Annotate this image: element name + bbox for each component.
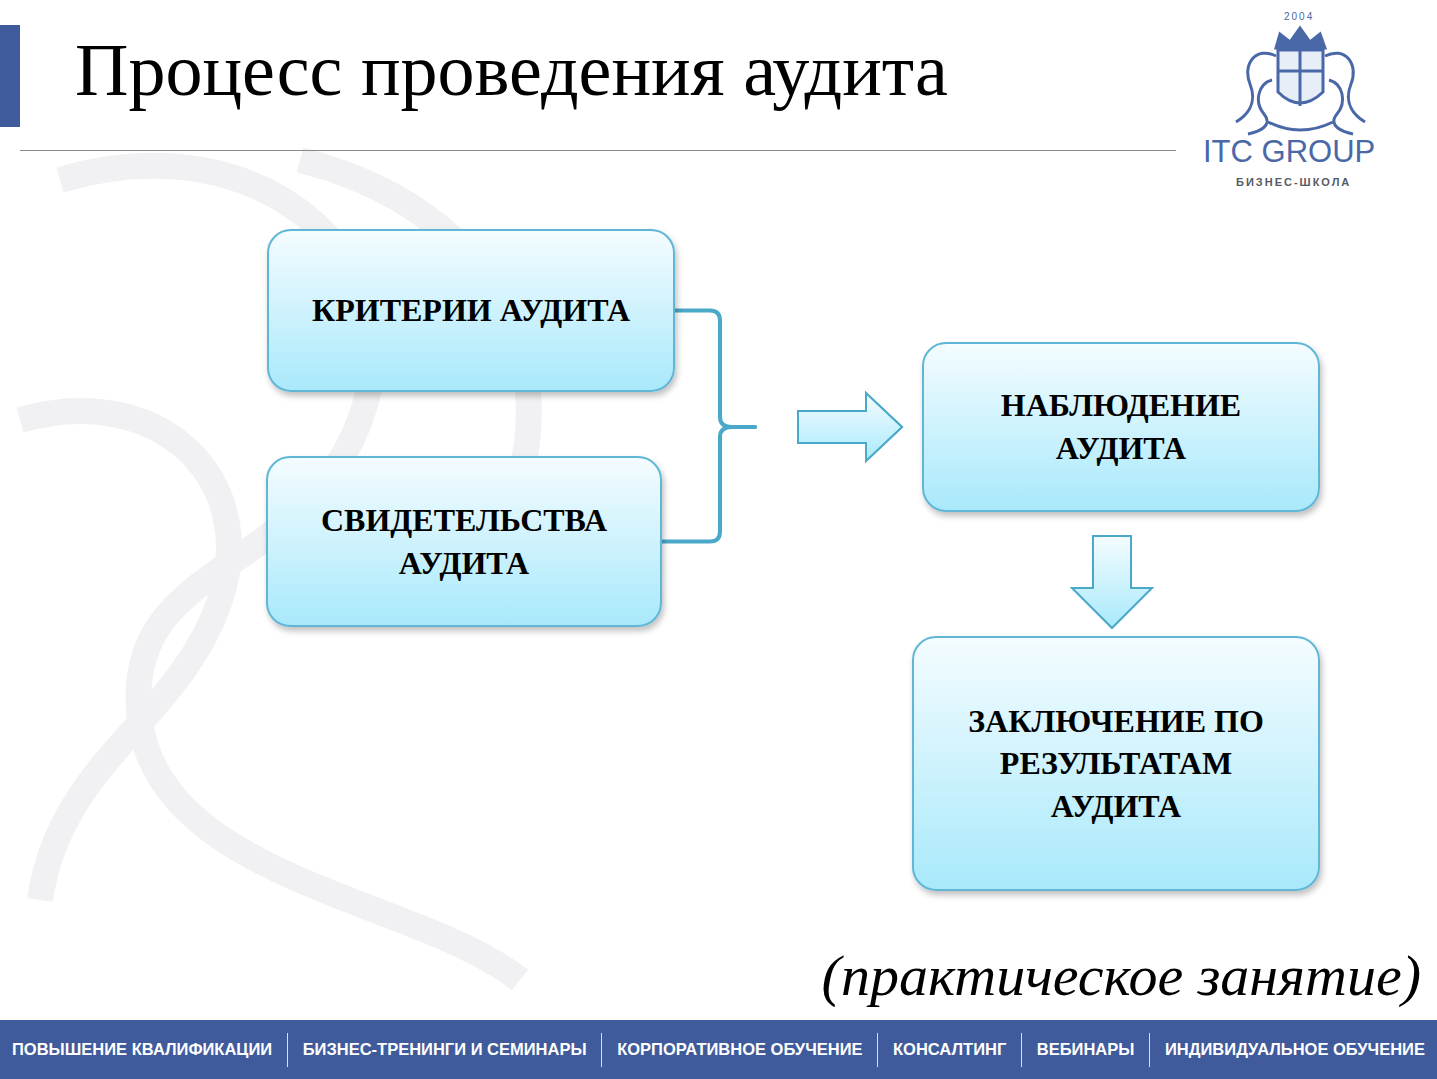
footer-item: ПОВЫШЕНИЕ КВАЛИФИКАЦИИ (12, 1040, 272, 1059)
box-label: КРИТЕРИИ АУДИТА (312, 289, 630, 332)
footer-item: КОНСАЛТИНГ (893, 1040, 1006, 1059)
footer-item: ИНДИВИДУАЛЬНОЕ ОБУЧЕНИЕ (1165, 1040, 1425, 1059)
process-box: ЗАКЛЮЧЕНИЕ ПО РЕЗУЛЬТАТАМ АУДИТА (912, 636, 1320, 891)
box-label: ЗАКЛЮЧЕНИЕ ПО РЕЗУЛЬТАТАМ АУДИТА (932, 700, 1300, 828)
footer-item: БИЗНЕС-ТРЕНИНГИ И СЕМИНАРЫ (303, 1040, 587, 1059)
footer-separator (601, 1033, 602, 1067)
box-label: НАБЛЮДЕНИЕ АУДИТА (942, 384, 1300, 469)
footer-item: ВЕБИНАРЫ (1037, 1040, 1135, 1059)
process-box: НАБЛЮДЕНИЕ АУДИТА (922, 342, 1320, 512)
footer-item: КОРПОРАТИВНОЕ ОБУЧЕНИЕ (617, 1040, 862, 1059)
title-rule (20, 150, 1176, 151)
logo-year: 2004 (1284, 11, 1314, 22)
process-box: КРИТЕРИИ АУДИТА (267, 229, 675, 392)
logo-subtitle: БИЗНЕС-ШКОЛА (1236, 176, 1351, 188)
flow-connector (662, 393, 922, 542)
title-bar (0, 25, 20, 127)
footer-separator (287, 1033, 288, 1067)
logo-name: ITC GROUP (1203, 134, 1375, 170)
footer-bar: ПОВЫШЕНИЕ КВАЛИФИКАЦИИ БИЗНЕС-ТРЕНИНГИ И … (0, 1020, 1437, 1079)
process-box: СВИДЕТЕЛЬСТВА АУДИТА (266, 456, 662, 627)
footer-separator (1021, 1033, 1022, 1067)
footer-separator (1149, 1033, 1150, 1067)
flow-connector (675, 311, 922, 462)
flow-connector (1072, 536, 1152, 628)
slide-caption: (практическое занятие) (822, 942, 1421, 1009)
box-label: СВИДЕТЕЛЬСТВА АУДИТА (286, 499, 642, 584)
logo-crest (1228, 10, 1373, 138)
slide-title: Процесс проведения аудита (75, 28, 948, 113)
footer-separator (877, 1033, 878, 1067)
